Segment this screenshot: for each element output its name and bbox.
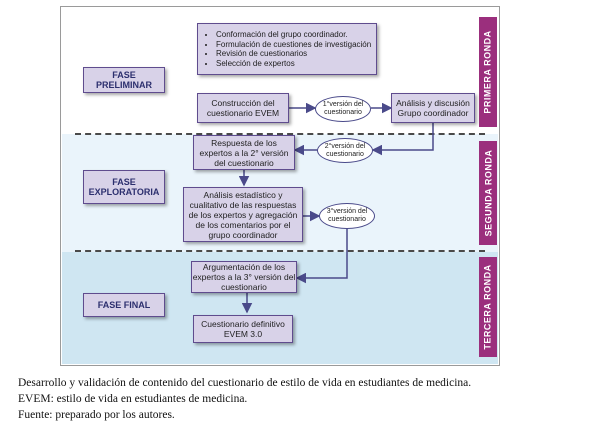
phase-final-text: FASE FINAL bbox=[97, 300, 151, 310]
version-2-oval: 2°versión del cuestionario bbox=[317, 138, 373, 163]
construccion-text: Construcción del cuestionario EVEM bbox=[206, 98, 280, 118]
analisis-estadistico-box: Análisis estadístico y cualitativo de la… bbox=[183, 187, 303, 242]
diagram-frame: FASE PRELIMINAR FASE EXPLORATORIA FASE F… bbox=[60, 6, 500, 366]
round-label-primera: PRIMERA RONDA bbox=[479, 17, 497, 127]
version-3-text: 3°versión del cuestionario bbox=[326, 208, 368, 223]
version-1-oval: 1°versión del cuestionario bbox=[315, 96, 371, 122]
version-1-text: 1°versión del cuestionario bbox=[322, 101, 364, 116]
phase-label-final: FASE FINAL bbox=[83, 293, 165, 317]
cuestionario-definitivo-box: Cuestionario definitivo EVEM 3.0 bbox=[193, 315, 293, 343]
round-tercera-text: TERCERA RONDA bbox=[483, 264, 494, 350]
phase-exploratoria-text: FASE EXPLORATORIA bbox=[88, 177, 160, 197]
task-item: Selección de expertos bbox=[216, 59, 371, 69]
phase-label-exploratoria: FASE EXPLORATORIA bbox=[83, 170, 165, 204]
figure-caption-line-3: Fuente: preparado por los autores. bbox=[18, 409, 175, 421]
connector-arrows bbox=[238, 102, 434, 314]
respuesta-text: Respuesta de los expertos a la 2° versió… bbox=[199, 137, 289, 168]
definitivo-text: Cuestionario definitivo EVEM 3.0 bbox=[201, 319, 285, 339]
construccion-box: Construcción del cuestionario EVEM bbox=[197, 93, 289, 123]
task-item: Revisión de cuestionarios bbox=[216, 49, 371, 59]
divider-ronda-2-3 bbox=[75, 250, 485, 252]
figure-caption-line-1: Desarrollo y validación de contenido del… bbox=[18, 377, 472, 389]
version-3-oval: 3°versión del cuestionario bbox=[319, 203, 375, 229]
round-segunda-text: SEGUNDA RONDA bbox=[483, 149, 494, 237]
analisis-estadistico-text: Análisis estadístico y cualitativo de la… bbox=[188, 189, 298, 240]
argumentacion-text: Argumentación de los expertos a la 3° ve… bbox=[192, 262, 296, 292]
task-item: Formulación de cuestiones de investigaci… bbox=[216, 40, 371, 50]
analisis-discusion-box: Análisis y discusión Grupo coordinador bbox=[391, 93, 475, 123]
round-label-tercera: TERCERA RONDA bbox=[479, 257, 497, 357]
round-label-segunda: SEGUNDA RONDA bbox=[479, 141, 497, 245]
analisis-discusion-text: Análisis y discusión Grupo coordinador bbox=[396, 98, 470, 118]
figure-caption-line-2: EVEM: estilo de vida en estudiantes de m… bbox=[18, 393, 248, 405]
divider-ronda-1-2 bbox=[75, 133, 485, 135]
phase-label-preliminar: FASE PRELIMINAR bbox=[83, 67, 165, 93]
respuesta-expertos-box: Respuesta de los expertos a la 2° versió… bbox=[193, 135, 295, 170]
argumentacion-box: Argumentación de los expertos a la 3° ve… bbox=[191, 261, 297, 293]
preliminary-tasks-box: Conformación del grupo coordinador. Form… bbox=[197, 23, 377, 75]
task-item: Conformación del grupo coordinador. bbox=[216, 30, 371, 40]
round-primera-text: PRIMERA RONDA bbox=[483, 30, 494, 114]
version-2-text: 2°versión del cuestionario bbox=[324, 142, 366, 158]
phase-preliminar-text: FASE PRELIMINAR bbox=[96, 70, 152, 90]
